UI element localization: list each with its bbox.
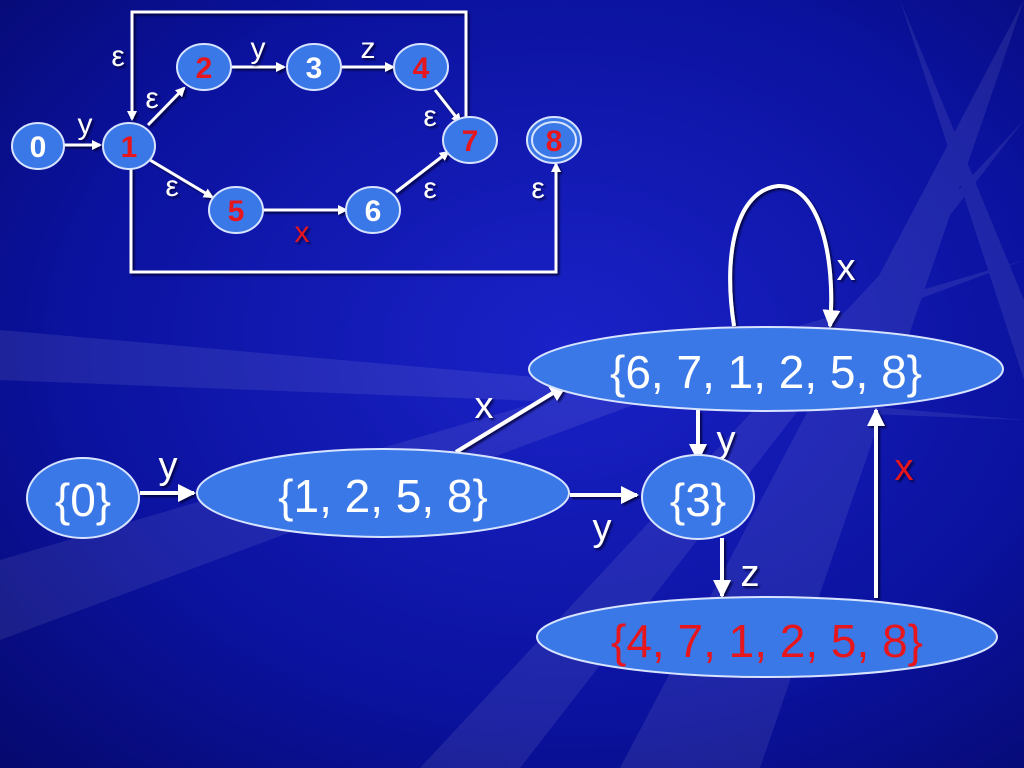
dfa-label-D-E: z bbox=[741, 553, 760, 595]
nfa-label-3-4: z bbox=[361, 32, 376, 65]
dfa-label-B-D: y bbox=[593, 507, 612, 549]
nfa-label-5-6: x bbox=[295, 216, 310, 249]
dfa-state-E: {4, 7, 1, 2, 5, 8} bbox=[536, 596, 998, 678]
nfa-node-4-label: 4 bbox=[413, 52, 430, 85]
nfa-nodes: 0 1 2 3 4 5 6 7 bbox=[11, 43, 582, 234]
nfa-edge-labels: y ε y z ε ε x ε ε ε bbox=[78, 32, 545, 249]
dfa-state-B-label: {1, 2, 5, 8} bbox=[278, 470, 488, 522]
dfa-state-C: {6, 7, 1, 2, 5, 8} bbox=[528, 326, 1004, 412]
nfa-edges bbox=[63, 10, 561, 274]
dfa-states: {0} {1, 2, 5, 8} {6, 7, 1, 2, 5, 8} {3} … bbox=[26, 326, 1004, 678]
nfa-label-2-3: y bbox=[251, 32, 266, 65]
nfa-edge-1-5 bbox=[149, 158, 214, 199]
nfa-node-3-label: 3 bbox=[306, 52, 323, 85]
dfa-edges bbox=[140, 183, 885, 598]
nfa-node-1-label: 1 bbox=[121, 131, 138, 164]
dfa-edge-labels: y x y x y z x bbox=[159, 247, 914, 595]
nfa-node-8: 8 bbox=[526, 116, 582, 164]
accepting-ring bbox=[531, 121, 577, 159]
dfa-state-A: {0} bbox=[26, 457, 140, 539]
dfa-edge-B-C bbox=[454, 383, 568, 454]
nfa-node-1: 1 bbox=[102, 122, 156, 170]
nfa-node-2-label: 2 bbox=[196, 52, 213, 85]
nfa-node-5: 5 bbox=[208, 186, 264, 234]
dfa-edge-C-C bbox=[728, 183, 841, 328]
nfa-label-6-7: ε bbox=[423, 172, 436, 205]
nfa-node-6: 6 bbox=[345, 186, 401, 234]
dfa-state-D-label: {3} bbox=[670, 474, 726, 526]
dfa-state-E-label: {4, 7, 1, 2, 5, 8} bbox=[611, 615, 923, 667]
nfa-node-6-label: 6 bbox=[365, 195, 382, 228]
nfa-edge-7-1 bbox=[127, 10, 468, 121]
dfa-label-E-C: x bbox=[895, 447, 914, 489]
nfa-node-3: 3 bbox=[286, 43, 342, 91]
nfa-node-7: 7 bbox=[442, 116, 498, 164]
dfa-label-A-B: y bbox=[159, 445, 178, 487]
nfa-edge-1-8 bbox=[129, 162, 561, 274]
nfa-node-0: 0 bbox=[11, 122, 65, 170]
dfa-label-B-C: x bbox=[475, 385, 494, 427]
dfa-state-B: {1, 2, 5, 8} bbox=[196, 448, 570, 538]
dfa-state-A-label: {0} bbox=[55, 474, 111, 526]
nfa-label-7-1: ε bbox=[111, 40, 124, 73]
nfa-node-7-label: 7 bbox=[462, 125, 479, 158]
nfa-node-5-label: 5 bbox=[228, 195, 245, 228]
nfa-label-1-5: ε bbox=[165, 170, 178, 203]
nfa-label-1-2: ε bbox=[145, 82, 158, 115]
nfa-label-1-8: ε bbox=[531, 172, 544, 205]
nfa-node-0-label: 0 bbox=[30, 131, 47, 164]
nfa-label-0-1: y bbox=[78, 108, 93, 141]
nfa-edge-6-7 bbox=[395, 150, 450, 194]
nfa-edge-1-2 bbox=[146, 86, 186, 127]
nfa-node-4: 4 bbox=[393, 43, 449, 91]
dfa-state-C-label: {6, 7, 1, 2, 5, 8} bbox=[610, 346, 922, 398]
nfa-node-8-label: 8 bbox=[546, 125, 563, 158]
nfa-label-4-7: ε bbox=[423, 100, 436, 133]
dfa-state-D: {3} bbox=[641, 454, 755, 540]
nfa-node-2: 2 bbox=[176, 43, 232, 91]
nfa-edge-4-7 bbox=[433, 89, 462, 124]
dfa-label-C-C: x bbox=[837, 247, 856, 289]
dfa-label-C-D: y bbox=[717, 419, 736, 461]
